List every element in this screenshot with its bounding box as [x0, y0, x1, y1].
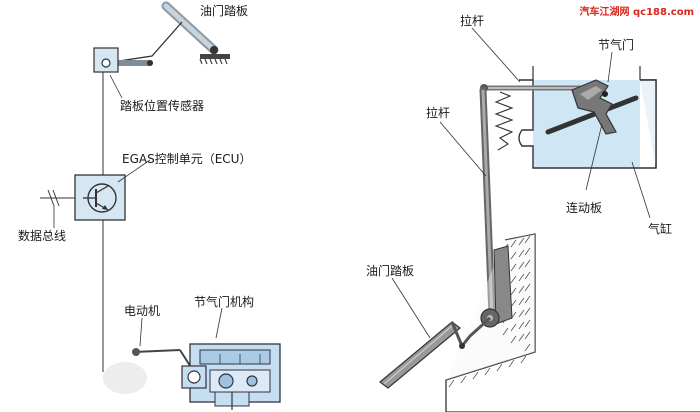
- accelerator-pedal: [161, 1, 230, 65]
- label-accelerator-pedal: 油门踏板: [200, 4, 249, 18]
- vertical-rod: [479, 86, 496, 320]
- label-link-plate: 连动板: [566, 201, 603, 215]
- throttle-shaft: [545, 95, 639, 135]
- pedal-position-sensor: [93, 47, 119, 73]
- ecu-box: [74, 174, 126, 221]
- left-diagram: [40, 1, 281, 410]
- label-upper-rod: 拉杆: [460, 14, 485, 28]
- return-spring: [494, 91, 514, 151]
- mechanical-accelerator-pedal: [379, 321, 465, 389]
- right-diagram: [379, 27, 700, 412]
- label-side-rod: 拉杆: [426, 106, 451, 120]
- label-cylinder: 气缸: [648, 222, 673, 236]
- label-data-bus: 数据总线: [18, 229, 67, 243]
- label-throttle-mechanism: 节气门机构: [194, 295, 255, 309]
- label-pedal-position-sensor: 踏板位置传感器: [120, 99, 205, 113]
- throttle-body-mechanism: [181, 343, 281, 410]
- watermark: 汽车江湖网 qc188.com: [579, 7, 694, 18]
- label-mechanical-pedal: 油门踏板: [366, 264, 415, 278]
- label-electric-motor: 电动机: [124, 304, 161, 318]
- pivot-bracket: [480, 245, 513, 328]
- intake-housing: [518, 66, 657, 169]
- label-throttle-valve: 节气门: [598, 38, 635, 52]
- throttle-valve: [571, 79, 617, 135]
- pedal-lever: [460, 316, 492, 347]
- label-ecu: EGAS控制单元（ECU）: [122, 152, 252, 166]
- electric-motor: [103, 348, 195, 394]
